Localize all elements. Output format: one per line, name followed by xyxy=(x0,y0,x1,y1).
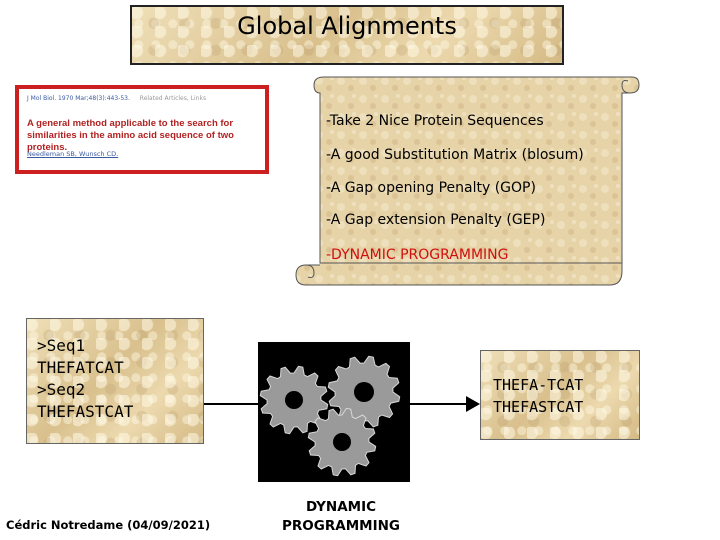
title-box: Global Alignments xyxy=(130,5,564,65)
paper-authors: Needleman SB, Wunsch CD. xyxy=(27,150,119,158)
seq2-header: >Seq2 xyxy=(37,380,86,399)
scroll-parchment xyxy=(295,76,640,286)
gears-illustration xyxy=(259,355,401,477)
seq1-residues: THEFATCAT xyxy=(37,358,124,377)
paper-title: A general method applicable to the searc… xyxy=(27,118,234,153)
paper-clipping: J Mol Biol. 1970 Mar;48(3):443-53. Relat… xyxy=(15,85,269,174)
slide-title: Global Alignments xyxy=(237,12,457,40)
seq2-residues: THEFASTCAT xyxy=(37,402,134,421)
input-sequences: >Seq1 THEFATCAT >Seq2 THEFASTCAT xyxy=(37,335,133,423)
aligned-seq1: THEFA-TCAT xyxy=(493,376,584,394)
dynamic-programming-label: DYNAMIC PROGRAMMING xyxy=(262,498,420,536)
paper-reference: J Mol Biol. 1970 Mar;48(3):443-53. Relat… xyxy=(27,95,206,102)
gear-hub xyxy=(285,391,303,409)
scroll-item-matrix: -A good Substitution Matrix (blosum) xyxy=(326,147,584,163)
scroll-item-sequences: -Take 2 Nice Protein Sequences xyxy=(326,113,544,129)
gear-hub xyxy=(354,382,374,402)
scroll-item-gep: -A Gap extension Penalty (GEP) xyxy=(326,212,546,228)
gear-label-line1: DYNAMIC xyxy=(305,499,377,515)
output-alignment-box: THEFA-TCAT THEFASTCAT xyxy=(480,350,640,440)
aligned-seq2: THEFASTCAT xyxy=(493,398,584,416)
scroll-item-gop: -A Gap opening Penalty (GOP) xyxy=(326,180,536,196)
input-sequences-box: >Seq1 THEFATCAT >Seq2 THEFASTCAT xyxy=(26,318,204,444)
paper-citation: J Mol Biol. 1970 Mar;48(3):443-53. xyxy=(27,95,130,102)
scroll-item-dynamic-programming: -DYNAMIC PROGRAMMING xyxy=(326,247,509,263)
gear-label-line2: PROGRAMMING xyxy=(282,518,400,534)
seq1-header: >Seq1 xyxy=(37,336,86,355)
gears-icon xyxy=(258,342,410,482)
output-alignment: THEFA-TCAT THEFASTCAT xyxy=(493,374,583,418)
paper-links: Related Articles, Links xyxy=(139,95,207,102)
requirements-scroll: -Take 2 Nice Protein Sequences -A good S… xyxy=(292,75,640,288)
author-credit: Cédric Notredame (04/09/2021) xyxy=(6,518,211,532)
gear-hub xyxy=(333,433,351,451)
